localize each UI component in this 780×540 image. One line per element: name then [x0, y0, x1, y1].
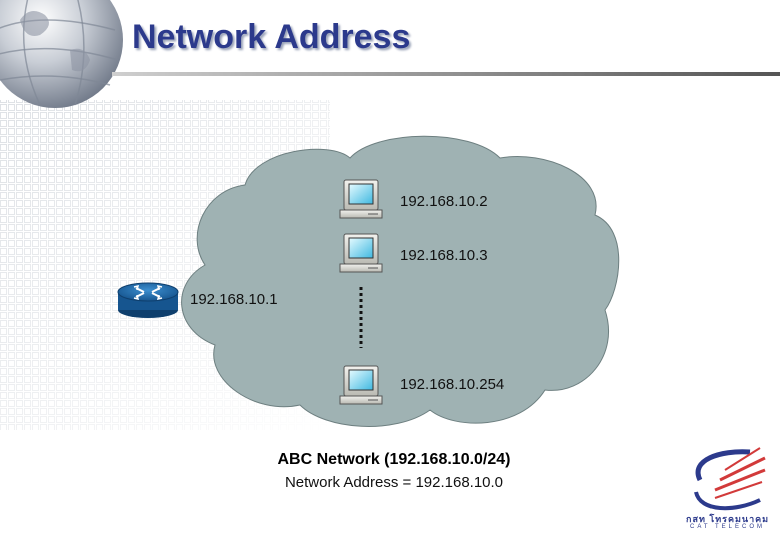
- logo-text: กสท โทรคมนาคม: [686, 514, 770, 524]
- computer-icon: [339, 179, 383, 219]
- router-ip-label: 192.168.10.1: [190, 291, 278, 308]
- computer-icon: [339, 233, 383, 273]
- host-ip-label: 192.168.10.3: [400, 247, 488, 264]
- host-ip-label: 192.168.10.2: [400, 193, 488, 210]
- logo-subtext: CAT TELECOM: [690, 524, 766, 530]
- router-icon: [117, 282, 179, 318]
- network-caption: ABC Network (192.168.10.0/24): [277, 451, 511, 468]
- slide-title: Network Address: [132, 18, 411, 56]
- computer-icon: [339, 365, 383, 405]
- host-ip-label: 192.168.10.254: [400, 376, 505, 393]
- network-cloud: [181, 135, 620, 427]
- title-divider: [112, 72, 780, 76]
- cat-telecom-logo-icon: [694, 447, 766, 511]
- globe-icon: [0, 0, 123, 108]
- network-address-caption: Network Address = 192.168.10.0: [284, 474, 504, 491]
